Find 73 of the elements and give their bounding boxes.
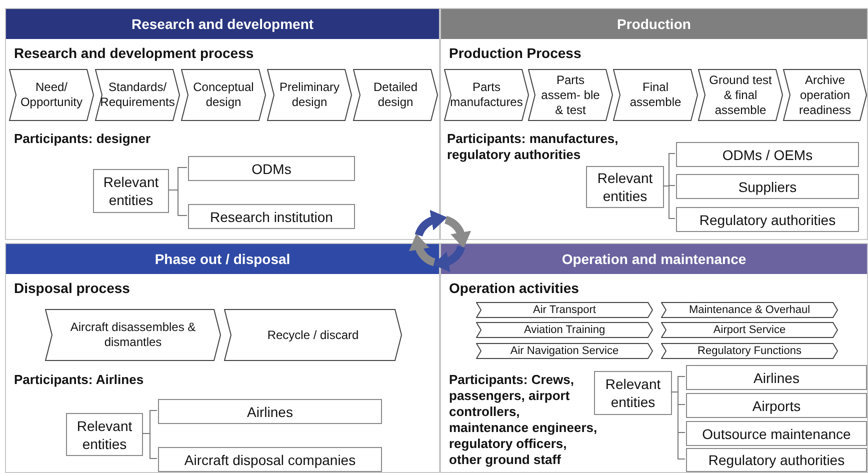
step-label: Standards/ Requirements (99, 80, 176, 110)
cycle-arrow (432, 245, 466, 272)
entity-box: Relevant entities (66, 413, 143, 456)
section-panel (440, 243, 868, 473)
step-label: Air Transport (532, 304, 597, 316)
entity-box: Outsource maintenance (686, 421, 867, 446)
step-label: Aviation Training (522, 324, 606, 336)
connector-line (670, 392, 686, 460)
entity-box: Research institution (188, 204, 355, 229)
step-label: Ground test & final assemble (708, 72, 773, 118)
entity-box: Relevant entities (93, 169, 169, 213)
section-panel (440, 8, 868, 240)
step-label: Archive operation readiness (798, 72, 852, 118)
entity-box: ODMs (188, 156, 355, 181)
entity-box: Aircraft disposal companies (158, 447, 382, 472)
step-label: Detailed design (372, 80, 419, 110)
section-header: Phase out / disposal (6, 244, 439, 274)
step-label: Maintenance & Overhaul (688, 304, 812, 316)
chevron-step (444, 69, 529, 121)
section-header: Production (441, 9, 867, 39)
section-header: Research and development (6, 9, 439, 39)
process-heading: Production Process (449, 45, 582, 61)
chevron-step (476, 302, 653, 318)
chevron-step (224, 309, 402, 361)
step-label: Airport Service (712, 324, 787, 336)
step-label: Aircraft disassembles & dismantles (69, 320, 197, 350)
chevron-step (661, 322, 838, 338)
chevron-step (528, 69, 613, 121)
process-heading: Disposal process (14, 280, 130, 296)
step-label: Need/ Opportunity (19, 80, 84, 110)
step-label: Air Navigation Service (509, 344, 620, 358)
chevron-step (661, 343, 838, 359)
cycle-arrow (414, 210, 448, 237)
entity-box: Suppliers (676, 174, 859, 199)
step-label: Parts assem- ble & test (540, 72, 601, 118)
participants-text: Participants: designer (14, 131, 152, 147)
chevron-step (267, 69, 352, 121)
participants-text: Participants: manufactures, regulatory authorities (447, 131, 620, 163)
chevron-step (476, 343, 653, 359)
entity-box: Regulatory authorities (686, 448, 867, 472)
chevron-step (181, 69, 266, 121)
step-label: Regulatory Functions (696, 344, 802, 358)
chevron-step (613, 69, 698, 121)
process-heading: Operation activities (449, 280, 579, 296)
chevron-step (476, 322, 653, 338)
connector-line (662, 186, 676, 219)
cycle-arrow (409, 234, 436, 266)
chevron-step (9, 69, 94, 121)
chevron-step (353, 69, 438, 121)
entity-box: Relevant entities (586, 166, 664, 208)
connector-line (142, 433, 158, 459)
process-heading: Research and development process (14, 45, 254, 61)
step-label: Recycle / discard (266, 328, 360, 342)
chevron-step (45, 309, 221, 361)
chevron-step (661, 302, 838, 318)
section-header: Operation and maintenance (441, 244, 867, 274)
chevron-step (698, 69, 783, 121)
entity-box: Airlines (686, 365, 867, 390)
section-panel (5, 243, 440, 473)
participants-text: Participants: Airlines (14, 372, 145, 388)
step-label: Parts manufactures (449, 80, 524, 110)
section-panel (5, 8, 440, 240)
step-label: Conceptual design (192, 80, 255, 110)
chevron-step (783, 69, 867, 121)
cycle-arrow (444, 216, 471, 248)
chevron-step (95, 69, 180, 121)
step-label: Final assemble (628, 80, 682, 110)
step-label: Preliminary design (278, 80, 340, 110)
entity-box: Regulatory authorities (676, 207, 859, 232)
entity-box: Relevant entities (594, 371, 672, 415)
entity-box: ODMs / OEMs (676, 142, 859, 167)
entity-box: Airports (686, 393, 867, 418)
entity-box: Airlines (158, 399, 382, 424)
